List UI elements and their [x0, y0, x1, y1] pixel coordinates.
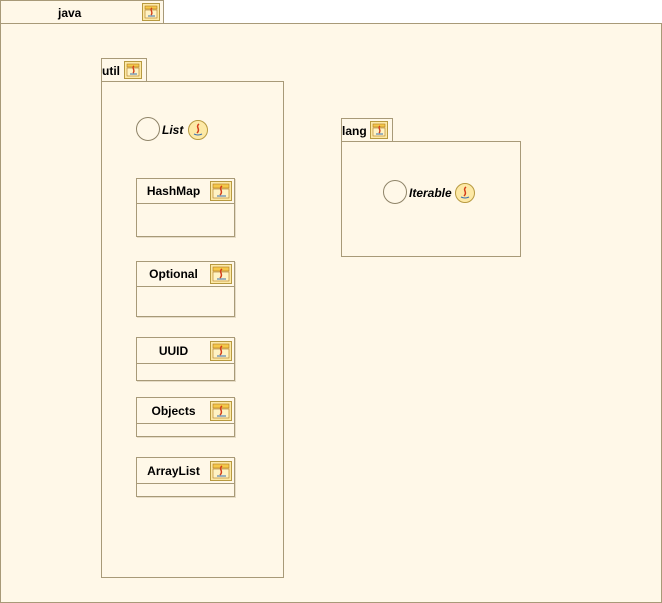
java-interface-icon	[455, 183, 475, 203]
java-class-icon	[210, 264, 232, 284]
class-header: ArrayList	[137, 458, 234, 484]
java-interface-icon	[188, 120, 208, 140]
interface-name: List	[162, 123, 184, 137]
class-name: UUID	[158, 343, 189, 358]
class-header: Objects	[137, 398, 234, 424]
package-name-lang: lang	[342, 123, 367, 138]
interface-iterable[interactable]: Iterable	[383, 180, 483, 206]
class-name: Objects	[151, 403, 196, 418]
java-package-icon	[142, 3, 160, 21]
class-hashmap[interactable]: HashMap	[136, 178, 235, 237]
java-class-icon	[210, 460, 232, 481]
package-tab-util[interactable]: util	[101, 58, 147, 82]
java-class-icon	[210, 181, 232, 201]
class-optional[interactable]: Optional	[136, 261, 235, 317]
interface-circle	[136, 117, 160, 141]
java-package-icon	[124, 61, 142, 79]
class-arraylist[interactable]: ArrayList	[136, 457, 235, 497]
class-name: HashMap	[146, 184, 201, 198]
interface-name: Iterable	[409, 186, 452, 200]
class-objects[interactable]: Objects	[136, 397, 235, 437]
java-class-icon	[210, 400, 232, 421]
package-tab-lang[interactable]: lang	[341, 118, 393, 142]
package-name-util: util	[102, 63, 120, 78]
interface-circle	[383, 180, 407, 204]
package-lang[interactable]	[341, 141, 521, 257]
interface-list[interactable]: List	[136, 117, 216, 143]
class-name: Optional	[149, 267, 198, 281]
package-tab-java[interactable]: java	[0, 0, 164, 24]
class-header: UUID	[137, 338, 234, 364]
class-header: HashMap	[137, 179, 234, 204]
java-package-icon	[370, 121, 388, 139]
class-header: Optional	[137, 262, 234, 287]
class-name: ArrayList	[147, 463, 200, 478]
class-uuid[interactable]: UUID	[136, 337, 235, 381]
package-name-java: java	[58, 5, 82, 20]
java-class-icon	[210, 340, 232, 361]
package-util[interactable]	[101, 81, 284, 578]
package-java[interactable]	[0, 23, 662, 603]
